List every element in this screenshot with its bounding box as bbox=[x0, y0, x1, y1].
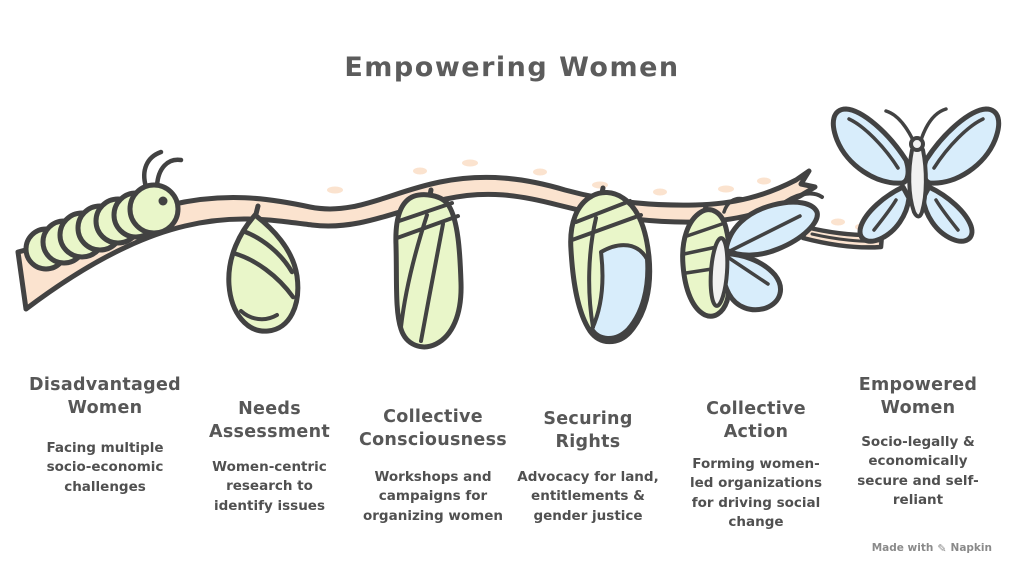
stage-description: Advocacy for land, entitlements & gender… bbox=[517, 468, 659, 524]
stage-description: Women-centric research to identify issue… bbox=[212, 458, 327, 514]
watermark-brand: Napkin bbox=[950, 542, 992, 554]
stage-description: Facing multiple socio-economic challenge… bbox=[46, 439, 164, 495]
stage-heading: Needs Assessment bbox=[208, 399, 330, 442]
maturing-chrysalis-icon bbox=[568, 185, 653, 345]
stage-collective-consciousness: Collective Consciousness Workshops and c… bbox=[343, 406, 523, 526]
stage-description: Workshops and campaigns for organizing w… bbox=[363, 468, 503, 524]
stage-disadvantaged-women: Disadvantaged Women Facing multiple soci… bbox=[10, 374, 200, 497]
stage-heading: Securing Rights bbox=[543, 409, 633, 452]
stage-collective-action: Collective Action Forming women-led orga… bbox=[667, 398, 845, 533]
caterpillar-icon bbox=[23, 149, 184, 272]
stage-heading: Collective Action bbox=[706, 399, 806, 442]
napkin-pen-icon: ✎ bbox=[937, 541, 947, 555]
stage-securing-rights: Securing Rights Advocacy for land, entit… bbox=[500, 408, 676, 526]
early-chrysalis-icon bbox=[226, 203, 301, 334]
watermark-prefix: Made with bbox=[871, 542, 934, 554]
stage-description: Socio-legally & economically secure and … bbox=[857, 433, 979, 509]
emerging-butterfly-icon bbox=[680, 191, 824, 319]
watermark: Made with ✎ Napkin bbox=[872, 542, 992, 554]
stage-description: Forming women-led organizations for driv… bbox=[689, 455, 823, 531]
stage-heading: Collective Consciousness bbox=[358, 407, 508, 450]
butterfly-icon bbox=[830, 106, 1002, 244]
stage-empowered-women: Empowered Women Socio-legally & economic… bbox=[828, 374, 1008, 511]
page-title: Empowering Women bbox=[344, 52, 680, 83]
stage-heading: Empowered Women bbox=[858, 375, 978, 418]
stage-needs-assessment: Needs Assessment Women-centric research … bbox=[182, 398, 357, 516]
stage-heading: Disadvantaged Women bbox=[29, 375, 181, 418]
chrysalis-icon bbox=[393, 187, 464, 350]
